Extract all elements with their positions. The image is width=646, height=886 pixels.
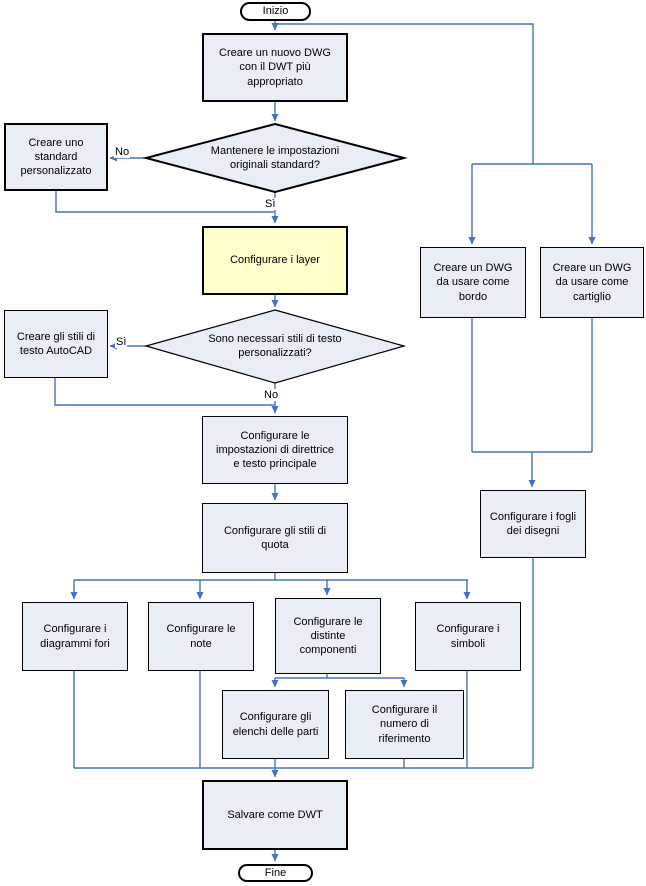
node-label: Configurare gli elenchi delle parti bbox=[232, 711, 319, 738]
node-configure-dim-styles: Configurare gli stili di quota bbox=[202, 503, 348, 573]
connector-boms-split-bar bbox=[275, 674, 404, 679]
node-label: Configurare i fogli dei disegni bbox=[489, 510, 577, 537]
node-configure-sheets: Configurare i fogli dei disegni bbox=[480, 490, 586, 558]
node-label: Configurare le distinte componenti bbox=[293, 615, 363, 657]
node-label: Configurare i diagrammi fori bbox=[40, 623, 110, 650]
node-label: Fine bbox=[264, 866, 287, 879]
decision-text-styles-shape bbox=[143, 309, 407, 384]
node-configure-boms: Configurare le distinte componenti bbox=[275, 598, 381, 674]
node-configure-balloons: Configurare il numero di riferimento bbox=[345, 690, 464, 759]
node-create-titleblock-dwg: Creare un DWG da usare come cartiglio bbox=[540, 247, 644, 318]
decision-keep-standard-shape bbox=[142, 122, 408, 194]
node-create-new-dwg: Creare un nuovo DWG con il DWT più appro… bbox=[202, 33, 348, 102]
connector-text-styles-merge bbox=[54, 378, 274, 406]
node-create-text-styles: Creare gli stili di testo AutoCAD bbox=[4, 310, 108, 378]
edge-label-no: No bbox=[263, 389, 280, 402]
node-configure-notes: Configurare le note bbox=[148, 602, 254, 671]
edge-label-si: Sì bbox=[264, 198, 277, 211]
edge-label-no: No bbox=[114, 146, 131, 159]
node-end: Fine bbox=[238, 864, 313, 882]
node-configure-layers: Configurare i layer bbox=[202, 226, 348, 295]
node-label: Creare un DWG da usare come cartiglio bbox=[552, 262, 632, 303]
connector-distribution-bar bbox=[74, 573, 468, 581]
node-configure-symbols: Configurare i simboli bbox=[415, 602, 521, 671]
node-label: Configurare le note bbox=[166, 623, 236, 650]
node-configure-hole-charts: Configurare i diagrammi fori bbox=[22, 602, 128, 671]
connector-start-to-right-branch bbox=[276, 23, 534, 164]
node-create-custom-standard: Creare uno standard personalizzato bbox=[4, 123, 108, 191]
node-label: Creare gli stili di testo AutoCAD bbox=[16, 330, 96, 357]
node-label: Configurare gli stili di quota bbox=[223, 524, 327, 551]
decision-keep-standard-label: Mantenere le impostazioni originali stan… bbox=[210, 144, 340, 171]
node-label: Configurare le impostazioni di direttric… bbox=[216, 429, 334, 471]
node-configure-leader: Configurare le impostazioni di direttric… bbox=[202, 416, 348, 484]
node-label: Creare un nuovo DWG con il DWT più appro… bbox=[219, 47, 331, 88]
node-save-as-dwt: Salvare come DWT bbox=[202, 780, 348, 850]
node-label: Salvare come DWT bbox=[227, 808, 323, 821]
edge-label-si: Sì bbox=[115, 336, 128, 349]
node-configure-parts-lists: Configurare gli elenchi delle parti bbox=[222, 690, 329, 759]
connector-custom-standard-merge bbox=[55, 191, 274, 213]
decision-text-styles-label: Sono necessari stili di testo personaliz… bbox=[208, 332, 342, 359]
node-create-border-dwg: Creare un DWG da usare come bordo bbox=[420, 247, 526, 318]
node-label: Configurare il numero di riferimento bbox=[371, 704, 438, 745]
node-label: Creare un DWG da usare come bordo bbox=[433, 262, 513, 303]
node-start: Inizio bbox=[240, 2, 311, 21]
node-label: Configurare i layer bbox=[230, 254, 320, 267]
node-label: Inizio bbox=[262, 5, 289, 18]
connector-right-join-bar bbox=[471, 318, 593, 453]
node-label: Creare uno standard personalizzato bbox=[20, 136, 92, 178]
node-label: Configurare i simboli bbox=[436, 623, 500, 650]
